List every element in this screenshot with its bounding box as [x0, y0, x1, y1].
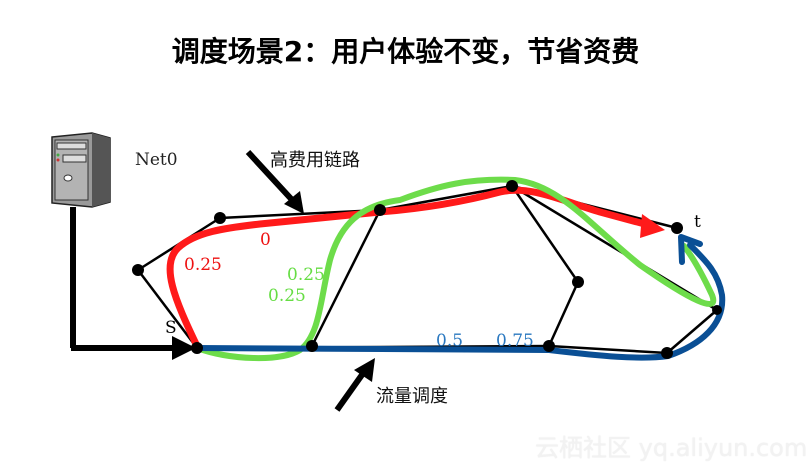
source-node-label: S [165, 318, 177, 338]
green-weight-label: 0.25 [268, 286, 306, 306]
red-weight-label: 0 [260, 230, 271, 250]
blue-path-traffic-scheduling [194, 234, 726, 361]
blue-weight-label: 0.5 [436, 331, 464, 351]
high-cost-link-label: 高费用链路 [270, 150, 360, 171]
server-icon [51, 132, 111, 208]
graph-nodes [132, 180, 722, 359]
graph-edges [137, 184, 718, 355]
traffic-scheduling-label: 流量调度 [376, 386, 448, 407]
server-label: Net0 [135, 150, 178, 170]
node-s [191, 342, 203, 354]
node-t [671, 222, 683, 234]
green-weight-label: 0.25 [287, 265, 325, 285]
watermark: 云栖社区 yq.aliyun.com [535, 434, 808, 462]
page-title: 调度场景2：用户体验不变，节省资费 [171, 35, 640, 68]
red-path-high-cost [166, 186, 665, 350]
blue-weight-label: 0.75 [496, 331, 534, 351]
traffic-scheduling-arrow-icon [334, 358, 375, 412]
green-path [194, 176, 717, 362]
red-weight-label: 0.25 [184, 255, 222, 275]
high-cost-arrow-icon [245, 149, 304, 214]
server-to-source-connector [70, 207, 196, 360]
target-node-label: t [694, 212, 701, 232]
